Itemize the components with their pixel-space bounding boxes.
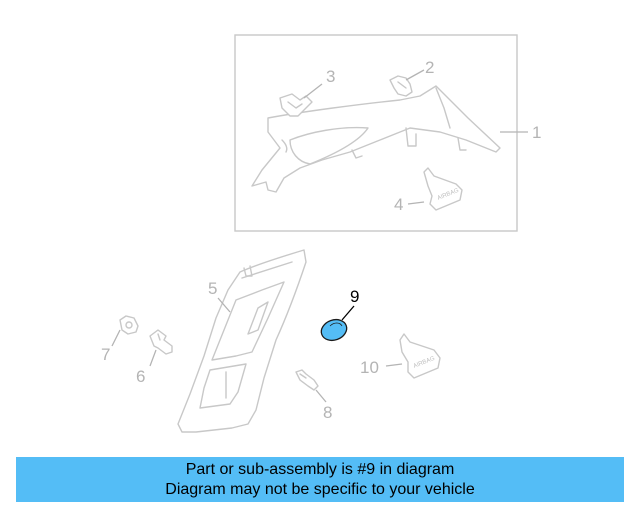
part-6-bolt[interactable] [149,329,173,355]
leader-6 [149,349,157,367]
callout-4[interactable]: 4 [394,195,403,214]
leader-5 [217,297,231,313]
part-4-airbag-tag[interactable]: AIRBAG [423,167,463,211]
callout-6[interactable]: 6 [136,367,145,386]
leader-10 [385,363,403,367]
leader-8 [315,389,327,403]
part-9-cap[interactable] [318,316,349,344]
callout-3[interactable]: 3 [326,67,335,86]
leader-4 [407,201,425,205]
part-3-retainer[interactable] [279,93,313,117]
callout-5[interactable]: 5 [208,279,217,298]
part-1-pillar-trim[interactable] [251,85,501,193]
callout-1[interactable]: 1 [532,123,541,142]
banner-line-2: Diagram may not be specific to your vehi… [165,481,475,498]
banner-line-1: Part or sub-assembly is #9 in diagram [185,461,455,478]
callout-2[interactable]: 2 [425,58,434,77]
part-2-clip[interactable] [389,75,413,97]
callout-7[interactable]: 7 [101,345,110,364]
leader-7 [111,329,121,347]
leader-3 [303,83,323,99]
leader-9 [341,305,355,321]
info-banner: Part or sub-assembly is #9 in diagram Di… [16,457,624,502]
part-5-lower-trim[interactable] [177,249,307,433]
leader-2 [405,69,425,81]
callout-9[interactable]: 9 [350,287,359,306]
part-8-screw[interactable] [295,369,319,391]
callout-10[interactable]: 10 [360,358,379,377]
part-10-airbag-tag[interactable]: AIRBAG [399,333,441,379]
part-7-push-clip[interactable] [119,315,139,335]
assembly-frame [234,34,518,232]
callout-8[interactable]: 8 [323,403,332,422]
